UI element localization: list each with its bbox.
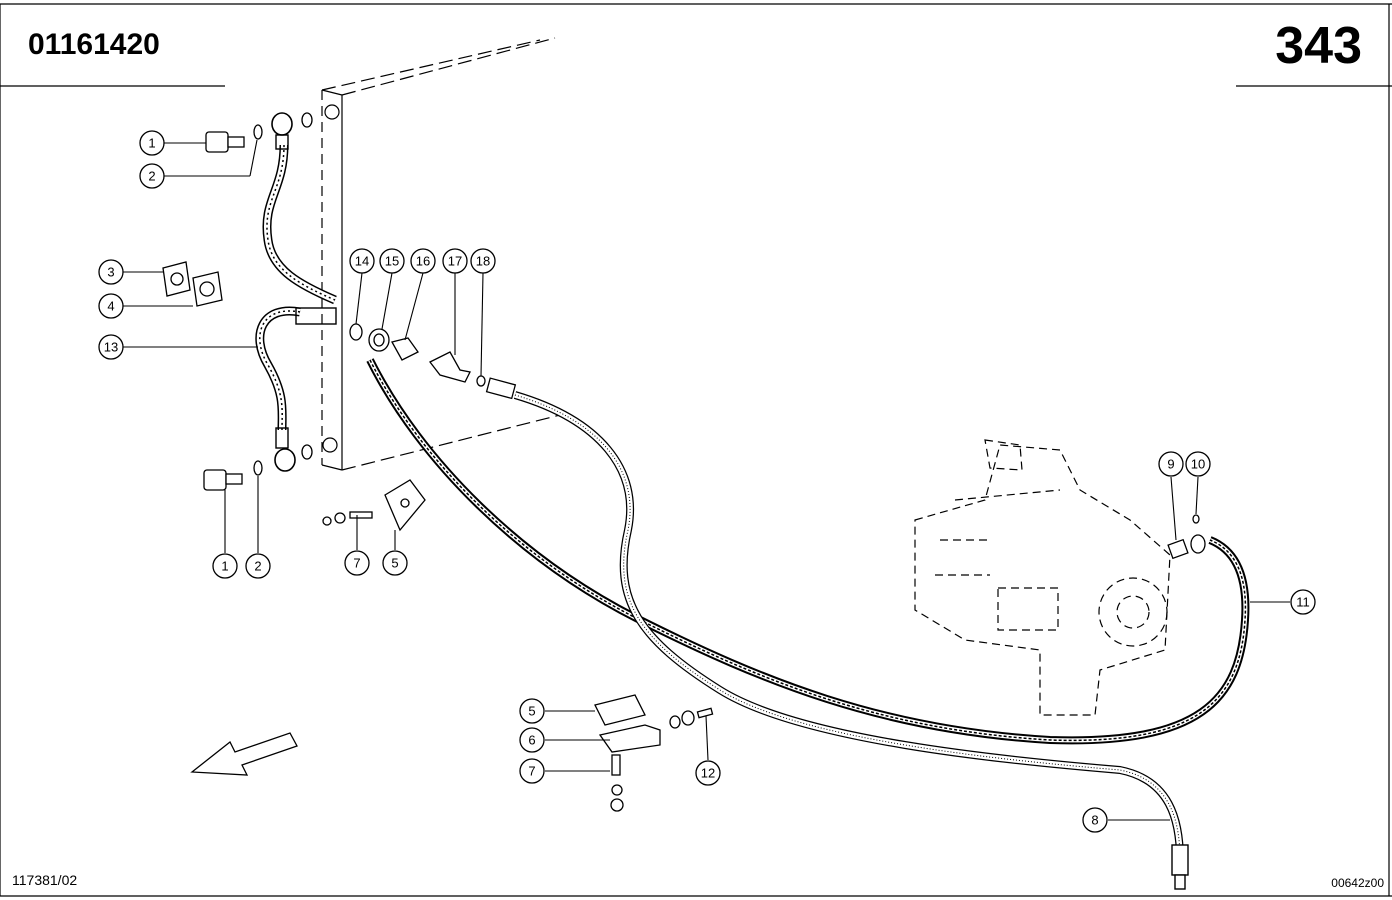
callout-label: 2 <box>148 169 155 184</box>
callout-16: 16 <box>410 248 436 274</box>
header-frame <box>0 3 1392 897</box>
callout-label: 16 <box>416 254 430 269</box>
callout-13: 13 <box>98 334 124 360</box>
callout-8: 8 <box>1082 807 1108 833</box>
upper-cooler-hose <box>262 112 337 305</box>
callout-6: 6 <box>519 727 545 753</box>
callout-label: 4 <box>107 299 114 314</box>
direction-arrow-icon <box>190 732 298 776</box>
callout-label: 14 <box>355 254 369 269</box>
hose-13 <box>255 306 337 472</box>
hose-11 <box>366 358 1250 745</box>
callout-11: 11 <box>1290 589 1316 615</box>
callout-label: 5 <box>528 704 535 719</box>
drawing-reference-left: 117381/02 <box>12 872 78 888</box>
callout-label: 18 <box>476 254 490 269</box>
callout-label: 7 <box>353 556 360 571</box>
callout-4: 4 <box>98 293 124 319</box>
callout-18: 18 <box>470 248 496 274</box>
callout-10: 10 <box>1185 451 1211 477</box>
callout-label: 2 <box>254 559 261 574</box>
callout-5-lower: 5 <box>519 698 545 724</box>
callout-5-upper: 5 <box>382 550 408 576</box>
callout-label: 1 <box>148 136 155 151</box>
callout-label: 7 <box>528 764 535 779</box>
banjo-bolts <box>203 112 313 491</box>
callout-14: 14 <box>349 248 375 274</box>
leader-lines <box>123 139 1290 821</box>
callout-label: 10 <box>1191 457 1205 472</box>
callout-label: 3 <box>107 265 114 280</box>
bracket-assembly <box>594 694 714 812</box>
callout-7-lower: 7 <box>519 758 545 784</box>
callout-15: 15 <box>379 248 405 274</box>
callout-1-lower: 1 <box>212 553 238 579</box>
callout-label: 15 <box>385 254 399 269</box>
callout-label: 5 <box>391 556 398 571</box>
callout-2-upper: 2 <box>139 163 165 189</box>
page-number: 343 <box>1275 17 1362 75</box>
callout-label: 13 <box>104 340 118 355</box>
hose-8 <box>513 391 1189 890</box>
callout-1-upper: 1 <box>139 130 165 156</box>
callout-12: 12 <box>695 760 721 786</box>
callout-label: 1 <box>221 559 228 574</box>
callout-label: 8 <box>1091 813 1098 828</box>
callout-17: 17 <box>442 248 468 274</box>
oil-cooler-outline <box>321 37 561 471</box>
callout-label: 6 <box>528 733 535 748</box>
drawing-reference-right: 00642z00 <box>1331 876 1384 890</box>
callout-9: 9 <box>1158 451 1184 477</box>
hydraulic-pump-outline <box>914 439 1171 716</box>
callout-label: 9 <box>1167 457 1174 472</box>
callout-label: 12 <box>701 766 715 781</box>
callout-7-upper: 7 <box>344 550 370 576</box>
pump-fittings <box>1167 514 1206 560</box>
gasket-plates <box>162 261 223 307</box>
callout-label: 11 <box>1296 595 1310 610</box>
callout-2-lower: 2 <box>245 553 271 579</box>
clamp-upper <box>322 479 426 532</box>
document-number: 01161420 <box>28 28 160 61</box>
callout-label: 17 <box>448 254 462 269</box>
callout-3: 3 <box>98 259 124 285</box>
